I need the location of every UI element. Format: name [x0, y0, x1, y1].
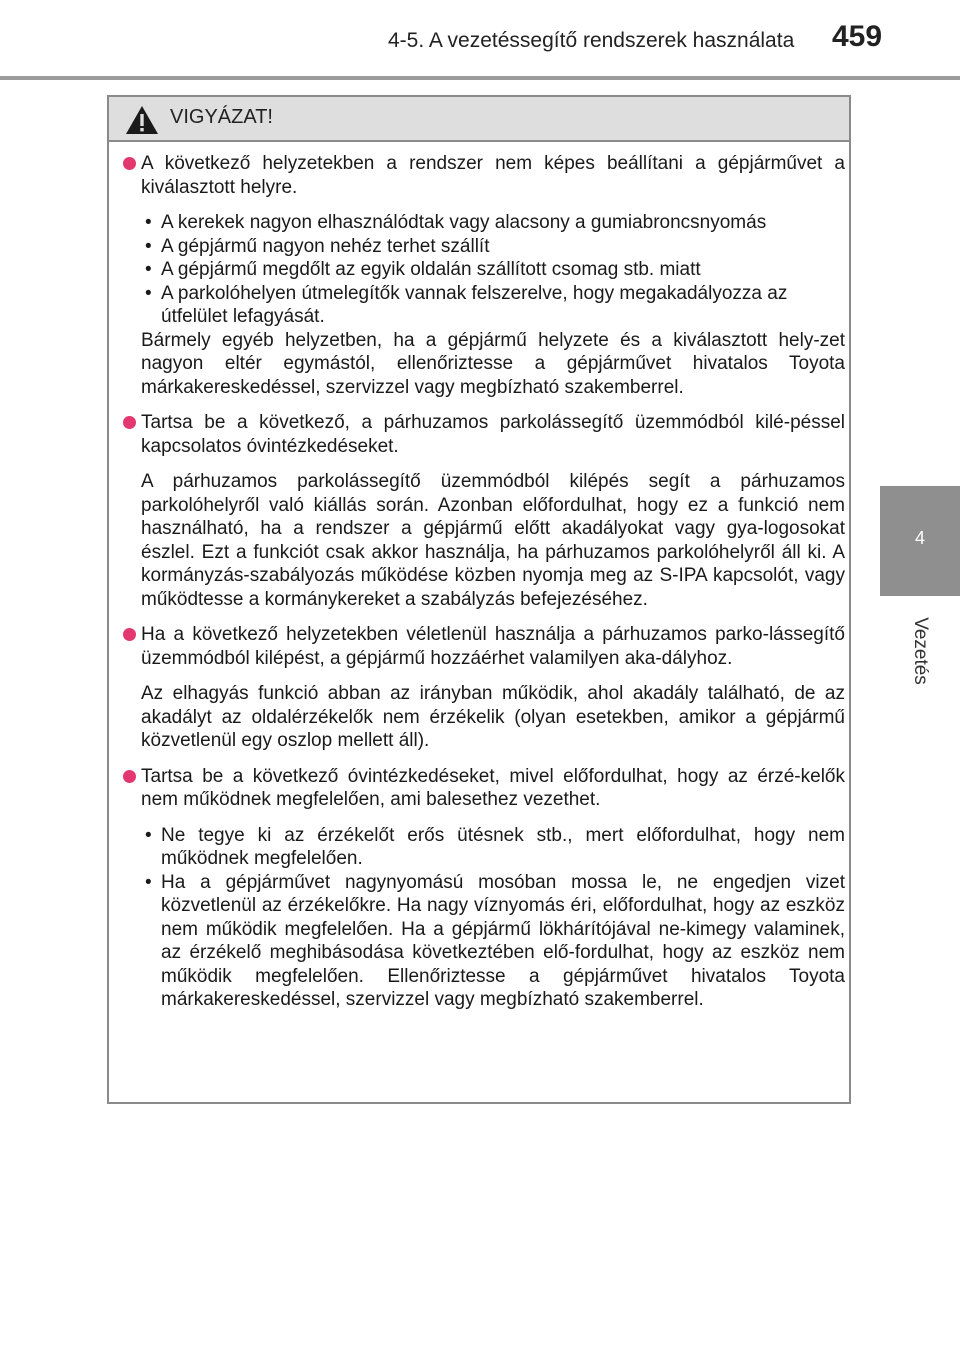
caution-paragraph: Az elhagyás funkció abban az irányban mű…	[141, 683, 845, 751]
list-item: A gépjármű nagyon nehéz terhet szállít	[141, 235, 845, 259]
chapter-tab-number: 4	[914, 528, 925, 548]
caution-point-text: Tartsa be a következő, a párhuzamos park…	[141, 412, 845, 457]
chapter-tab	[880, 486, 960, 596]
caution-point: A következő helyzetekben a rendszer nem …	[123, 152, 845, 199]
pink-bullet-icon	[123, 157, 136, 170]
caution-point-text: Tartsa be a következő óvintézkedéseket, …	[141, 765, 845, 811]
warning-triangle-icon	[126, 106, 158, 134]
caution-point: Tartsa be a következő óvintézkedéseket, …	[123, 765, 845, 812]
caution-title: VIGYÁZAT!	[170, 106, 273, 128]
list-item: A gépjármű megdőlt az egyik oldalán szál…	[141, 258, 845, 282]
condition-list: Ne tegye ki az érzékelőt erős ütésnek st…	[141, 824, 845, 1012]
header-rule	[0, 76, 960, 80]
list-item: A kerekek nagyon elhasználódtak vagy ala…	[141, 211, 845, 235]
caution-point-text: Ha a következő helyzetekben véletlenül h…	[141, 624, 845, 669]
page-number: 459	[832, 20, 883, 53]
pink-bullet-icon	[123, 416, 136, 429]
caution-header: VIGYÁZAT!	[109, 97, 849, 142]
caution-body: A következő helyzetekben a rendszer nem …	[123, 152, 845, 1012]
pink-bullet-icon	[123, 628, 136, 641]
pink-bullet-icon	[123, 769, 136, 783]
caution-paragraph: A párhuzamos parkolássegítő üzemmódból k…	[141, 471, 845, 610]
caution-box: VIGYÁZAT! A következő helyzetekben a ren…	[107, 95, 851, 1104]
chapter-tab-label: Vezetés	[910, 617, 931, 685]
condition-list: A kerekek nagyon elhasználódtak vagy ala…	[141, 211, 845, 329]
caution-paragraph: Bármely egyéb helyzetben, ha a gépjármű …	[141, 329, 845, 398]
caution-point: Ha a következő helyzetekben véletlenül h…	[123, 623, 845, 670]
list-item: A parkolóhelyen útmelegítők vannak felsz…	[141, 282, 845, 329]
running-header: 4-5. A vezetéssegítő rendszerek használa…	[388, 29, 795, 52]
caution-point-text: A következő helyzetekben a rendszer nem …	[141, 153, 845, 198]
list-item: Ha a gépjárművet nagynyomású mosóban mos…	[141, 871, 845, 1012]
caution-point: Tartsa be a következő, a párhuzamos park…	[123, 411, 845, 458]
list-item: Ne tegye ki az érzékelőt erős ütésnek st…	[141, 824, 845, 871]
